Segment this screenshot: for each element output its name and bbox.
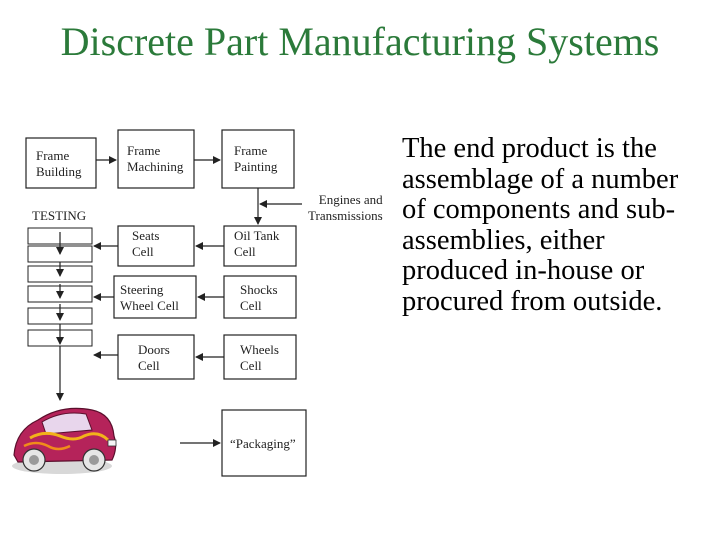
oil-tank-cell-label: Oil Tank Cell	[234, 228, 280, 259]
frame-building-box	[25, 137, 97, 189]
frame-machining-label: Frame Machining	[127, 143, 184, 174]
packaging-label: “Packaging”	[230, 436, 296, 451]
side-description: The end product is the assemblage of a n…	[402, 133, 679, 317]
frame-machining-box	[117, 129, 195, 189]
seats-cell-label: Seats Cell	[132, 228, 160, 259]
testing-label: TESTING	[32, 208, 87, 223]
frame-painting-box	[221, 129, 295, 189]
frame-building-label: Frame Building	[36, 148, 82, 179]
steering-wheel-cell-box	[113, 275, 197, 319]
wheels-cell-label: Wheels Cell	[240, 342, 279, 373]
doors-cell-label: Doors Cell	[138, 342, 170, 373]
oil-tank-cell-box	[223, 225, 297, 267]
engines-transmissions-label: Engines and Transmissions	[308, 192, 383, 223]
page-title: Discrete Part Manufacturing Systems	[60, 19, 660, 64]
doors-cell-box	[117, 334, 195, 380]
car-illustration	[12, 407, 117, 474]
frame-painting-label: Frame Painting	[234, 143, 278, 174]
shocks-cell-box	[223, 275, 297, 319]
packaging-box	[221, 409, 307, 477]
shocks-cell-label: Shocks Cell	[240, 282, 278, 313]
steering-wheel-cell-label: Steering Wheel Cell	[120, 282, 179, 313]
